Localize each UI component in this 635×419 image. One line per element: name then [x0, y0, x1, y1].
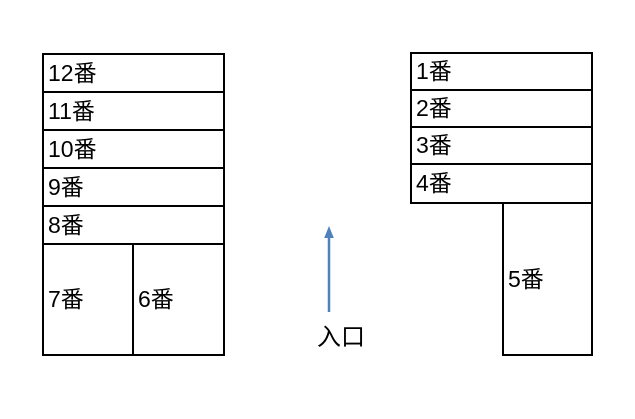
entrance-label: 入口 [317, 324, 365, 351]
space-1: 1番 [412, 54, 591, 91]
up-arrow-icon [324, 226, 334, 312]
space-10: 10番 [44, 131, 223, 169]
space-8-label: 8番 [48, 211, 84, 238]
space-4: 4番 [412, 165, 591, 202]
space-6-label: 6番 [138, 286, 174, 312]
right-spaces-block: 1番 2番 3番 4番 [410, 52, 593, 204]
space-5: 5番 [502, 204, 593, 356]
space-11: 11番 [44, 93, 223, 131]
left-bottom-section: 7番 6番 [44, 245, 223, 354]
space-12-label: 12番 [48, 59, 97, 86]
space-5-label: 5番 [508, 265, 544, 292]
space-7-label: 7番 [48, 286, 84, 312]
space-2: 2番 [412, 91, 591, 128]
space-4-label: 4番 [416, 170, 452, 196]
space-6: 6番 [134, 245, 223, 354]
space-1-label: 1番 [416, 58, 452, 84]
left-spaces-block: 12番 11番 10番 9番 8番 7番 6番 [42, 53, 225, 356]
space-2-label: 2番 [416, 95, 452, 121]
space-8: 8番 [44, 207, 223, 245]
space-3: 3番 [412, 128, 591, 165]
space-7: 7番 [44, 245, 134, 354]
space-9: 9番 [44, 169, 223, 207]
space-10-label: 10番 [48, 135, 97, 162]
space-3-label: 3番 [416, 132, 452, 158]
space-9-label: 9番 [48, 173, 84, 200]
space-12: 12番 [44, 55, 223, 93]
space-11-label: 11番 [48, 97, 95, 124]
